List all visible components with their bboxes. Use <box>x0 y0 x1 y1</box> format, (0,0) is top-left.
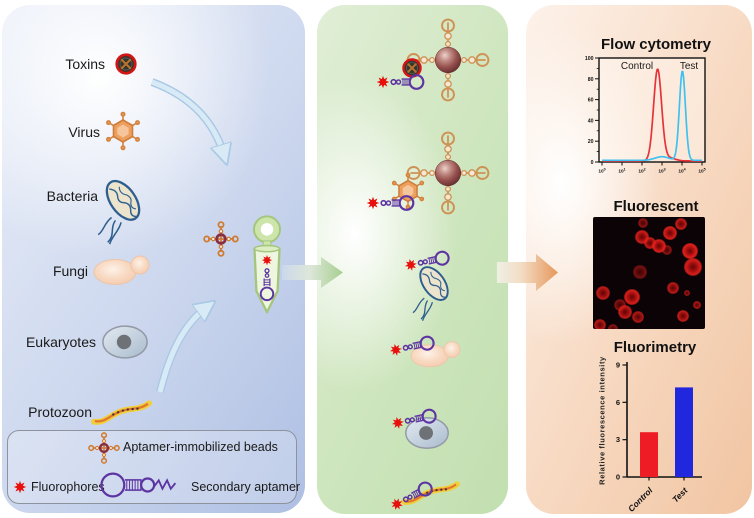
capture-panel <box>317 5 508 514</box>
fluorescent-cell-blob <box>624 289 640 305</box>
x-tick-label: 105 <box>698 168 705 175</box>
fluorescent-cell-blob <box>675 218 687 230</box>
legend-fluorophores-label: Fluorophores <box>31 480 105 494</box>
bar-control <box>640 432 658 477</box>
target-label-virus: Virus <box>68 124 100 140</box>
target-label-toxins: Toxins <box>65 56 105 72</box>
y-tick-label: 0 <box>591 160 594 166</box>
fluorophore-icon <box>13 480 27 494</box>
legend-box: Aptamer-immobilized beads Fluorophores S… <box>7 430 301 504</box>
x-tick-label: 102 <box>638 168 645 175</box>
fluorescent-cell-blob <box>684 290 690 296</box>
legend-beads-label: Aptamer-immobilized beads <box>123 440 278 454</box>
fluorescent-cell-blob <box>638 218 648 228</box>
target-label-bacteria: Bacteria <box>46 188 98 204</box>
fluorescent-cell-blob <box>677 310 689 322</box>
y-tick-label: 6 <box>616 398 620 407</box>
series-label-control: Control <box>621 61 653 72</box>
legend-aptamer-beads-icon <box>87 431 121 465</box>
x-tick-label: 100 <box>598 168 605 175</box>
x-category-label: Control <box>626 485 655 514</box>
fluorimetry-title: Fluorimetry <box>613 339 697 356</box>
fluorescent-title: Fluorescent <box>613 198 699 215</box>
x-tick-label: 103 <box>658 168 665 175</box>
fluorescent-cell-blob <box>594 319 606 329</box>
plot-frame <box>598 57 706 163</box>
target-label-eukaryotes: Eukaryotes <box>25 334 96 350</box>
fluorescent-cell-blob <box>632 311 644 323</box>
fluorescent-cell-blob <box>618 305 632 319</box>
flow-cytometry-chart: 0 20 40 60 80 100 100 101 102 103 104 105 Control Tes… <box>585 56 706 175</box>
y-tick-label: 40 <box>588 118 594 124</box>
secondary-aptamer-icon <box>100 472 177 498</box>
y-tick-label: 0 <box>616 473 620 482</box>
x-tick-label: 104 <box>678 168 685 175</box>
x-tick-label: 101 <box>618 168 625 175</box>
y-tick-label: 9 <box>616 361 620 370</box>
y-tick-label: 80 <box>588 77 594 83</box>
fluorescent-cell-blob <box>662 245 672 255</box>
flow-cytometry-title: Flow cytometry <box>600 36 712 53</box>
histogram-curve-test <box>601 70 703 162</box>
target-label-fungi: Fungi <box>52 263 88 279</box>
bar-test <box>675 387 693 477</box>
y-tick-label: 60 <box>588 98 594 104</box>
fluorescent-cell-blob <box>693 301 701 309</box>
fluorescent-cell-blob <box>682 243 698 259</box>
fluorescent-cell-blob <box>633 265 647 279</box>
x-category-label: Test <box>670 485 690 505</box>
fluorescent-image <box>593 217 705 329</box>
y-tick-label: 100 <box>585 56 594 62</box>
legend-secondary-aptamer-label: Secondary aptamer <box>191 480 301 494</box>
fluorescent-cell-blob <box>684 258 702 276</box>
y-tick-label: 20 <box>588 139 594 145</box>
fluorescent-cell-blob <box>663 226 677 240</box>
series-label-test: Test <box>680 61 699 72</box>
y-tick-label: 3 <box>616 435 620 444</box>
target-label-protozoon: Protozoon <box>28 404 92 420</box>
fluorescent-cell-blob <box>596 286 610 300</box>
fluorescent-cell-blob <box>608 324 618 329</box>
fluorescent-cell-blob <box>667 282 679 294</box>
